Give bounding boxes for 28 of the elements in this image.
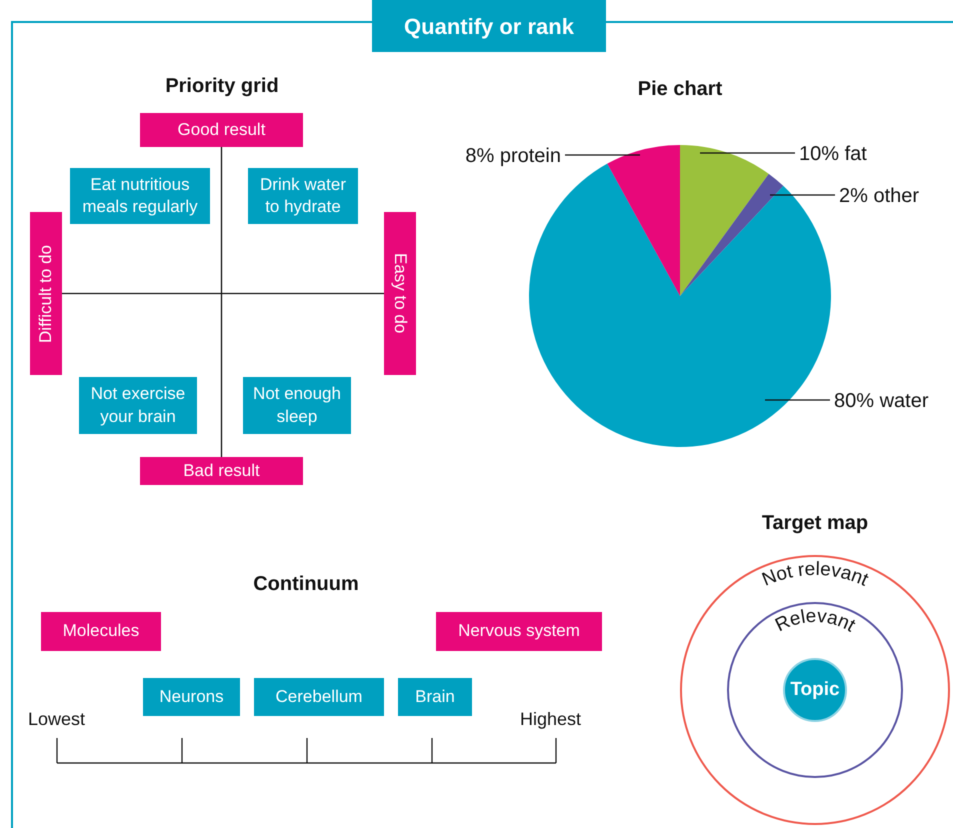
axis-line xyxy=(62,292,384,294)
text-box: Nervous system xyxy=(436,612,602,651)
section-heading: Target map xyxy=(760,511,870,536)
slice-label: 10% fat xyxy=(799,143,867,165)
chart-title: Pie chart xyxy=(636,77,724,102)
text-box: Molecules xyxy=(41,612,161,651)
ring-label: Not relevant xyxy=(759,558,872,591)
scale-end-label: Lowest xyxy=(28,708,86,731)
text-box: Eat nutritious meals regularly xyxy=(70,168,210,224)
text-box: Bad result xyxy=(140,457,303,485)
text-box: Not enough sleep xyxy=(243,377,351,434)
section-heading: Continuum xyxy=(252,572,360,597)
text-box: Good result xyxy=(140,113,303,147)
ring-label: Relevant xyxy=(772,606,859,636)
axis-label-box: Difficult to do xyxy=(30,212,62,375)
axis-label-box: Easy to do xyxy=(384,212,416,375)
slice-label: 2% other xyxy=(839,185,920,207)
scale-end-label: Highest xyxy=(520,708,582,731)
text-box: Brain xyxy=(398,678,472,716)
text-box: Drink water to hydrate xyxy=(248,168,358,224)
axis-line xyxy=(220,147,222,457)
text-box: Cerebellum xyxy=(254,678,384,716)
section-heading: Priority grid xyxy=(164,74,280,99)
text-box: Not exercise your brain xyxy=(79,377,197,434)
slice-label: 80% water xyxy=(834,390,928,412)
title-banner: Quantify or rank xyxy=(372,0,606,52)
text-box: Neurons xyxy=(143,678,240,716)
slice-label: 8% protein xyxy=(465,145,561,167)
